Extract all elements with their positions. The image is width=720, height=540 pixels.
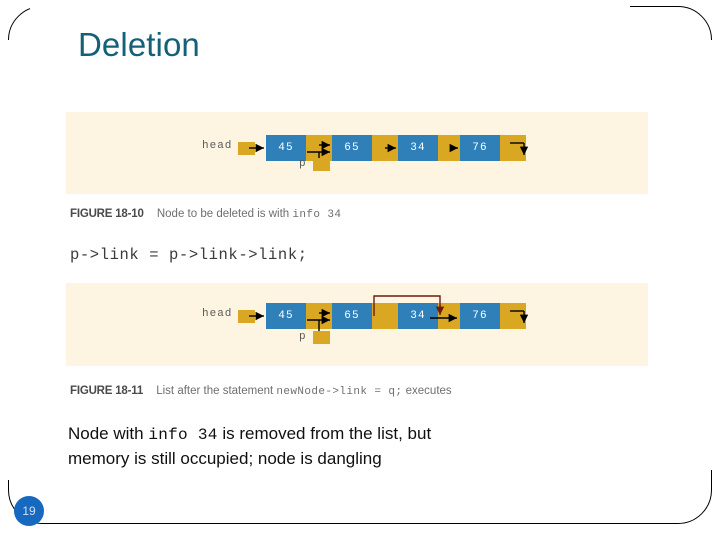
page-number-badge: 19 xyxy=(14,496,44,526)
list-node-2-3: 34 xyxy=(398,303,464,329)
list-node-1-3: 34 xyxy=(398,135,464,161)
figure-caption-mono: info xyxy=(292,209,321,221)
p-pointer-box-1 xyxy=(313,158,330,171)
frame-gap-left xyxy=(0,40,11,480)
node-link-field xyxy=(372,303,398,329)
figure-number: FIGURE 18-10 xyxy=(70,208,144,220)
node-info-value: 65 xyxy=(332,135,372,161)
p-pointer-label-2: p xyxy=(299,331,307,343)
body-line1-pre: Node with xyxy=(68,424,149,443)
node-info-value: 65 xyxy=(332,303,372,329)
figure-caption-mono: newNode->link = q; xyxy=(276,386,403,398)
figure-number: FIGURE 18-11 xyxy=(70,385,144,397)
body-text: Node with info 34 is removed from the li… xyxy=(68,422,628,470)
figure-caption-tail: executes xyxy=(402,385,452,397)
node-info-value: 34 xyxy=(398,135,438,161)
head-pointer-label-1: head xyxy=(202,140,233,152)
head-pointer-label-2: head xyxy=(202,308,233,320)
frame-gap-top xyxy=(30,0,630,9)
figure-caption-tail: 34 xyxy=(320,209,342,221)
head-pointer-box-1 xyxy=(238,142,255,155)
figure-caption-18-10: FIGURE 18-10 Node to be deleted is with … xyxy=(70,208,341,221)
p-pointer-label-1: p xyxy=(299,158,307,170)
page-title: Deletion xyxy=(78,26,200,63)
frame-gap-right xyxy=(709,40,720,470)
node-info-value: 45 xyxy=(266,135,306,161)
figure-caption-18-11: FIGURE 18-11 List after the statement ne… xyxy=(70,385,452,398)
list-node-2-1: 45 xyxy=(266,303,332,329)
list-node-2-4: 76 xyxy=(460,303,526,329)
node-info-value: 34 xyxy=(398,303,438,329)
code-statement: p->link = p->link->link; xyxy=(70,246,308,264)
body-line1-mono: info 34 xyxy=(148,426,218,444)
body-line2: memory is still occupied; node is dangli… xyxy=(68,449,382,468)
figure-caption-text: List after the statement xyxy=(156,385,277,397)
p-pointer-box-2 xyxy=(313,331,330,344)
figure-caption-text: Node to be deleted is with xyxy=(156,208,293,220)
list-node-1-4: 76 xyxy=(460,135,526,161)
node-info-value: 76 xyxy=(460,303,500,329)
node-info-value: 76 xyxy=(460,135,500,161)
head-pointer-box-2 xyxy=(238,310,255,323)
body-line1-post: is removed from the list, but xyxy=(217,424,432,443)
list-node-2-2: 65 xyxy=(332,303,398,329)
node-info-value: 45 xyxy=(266,303,306,329)
